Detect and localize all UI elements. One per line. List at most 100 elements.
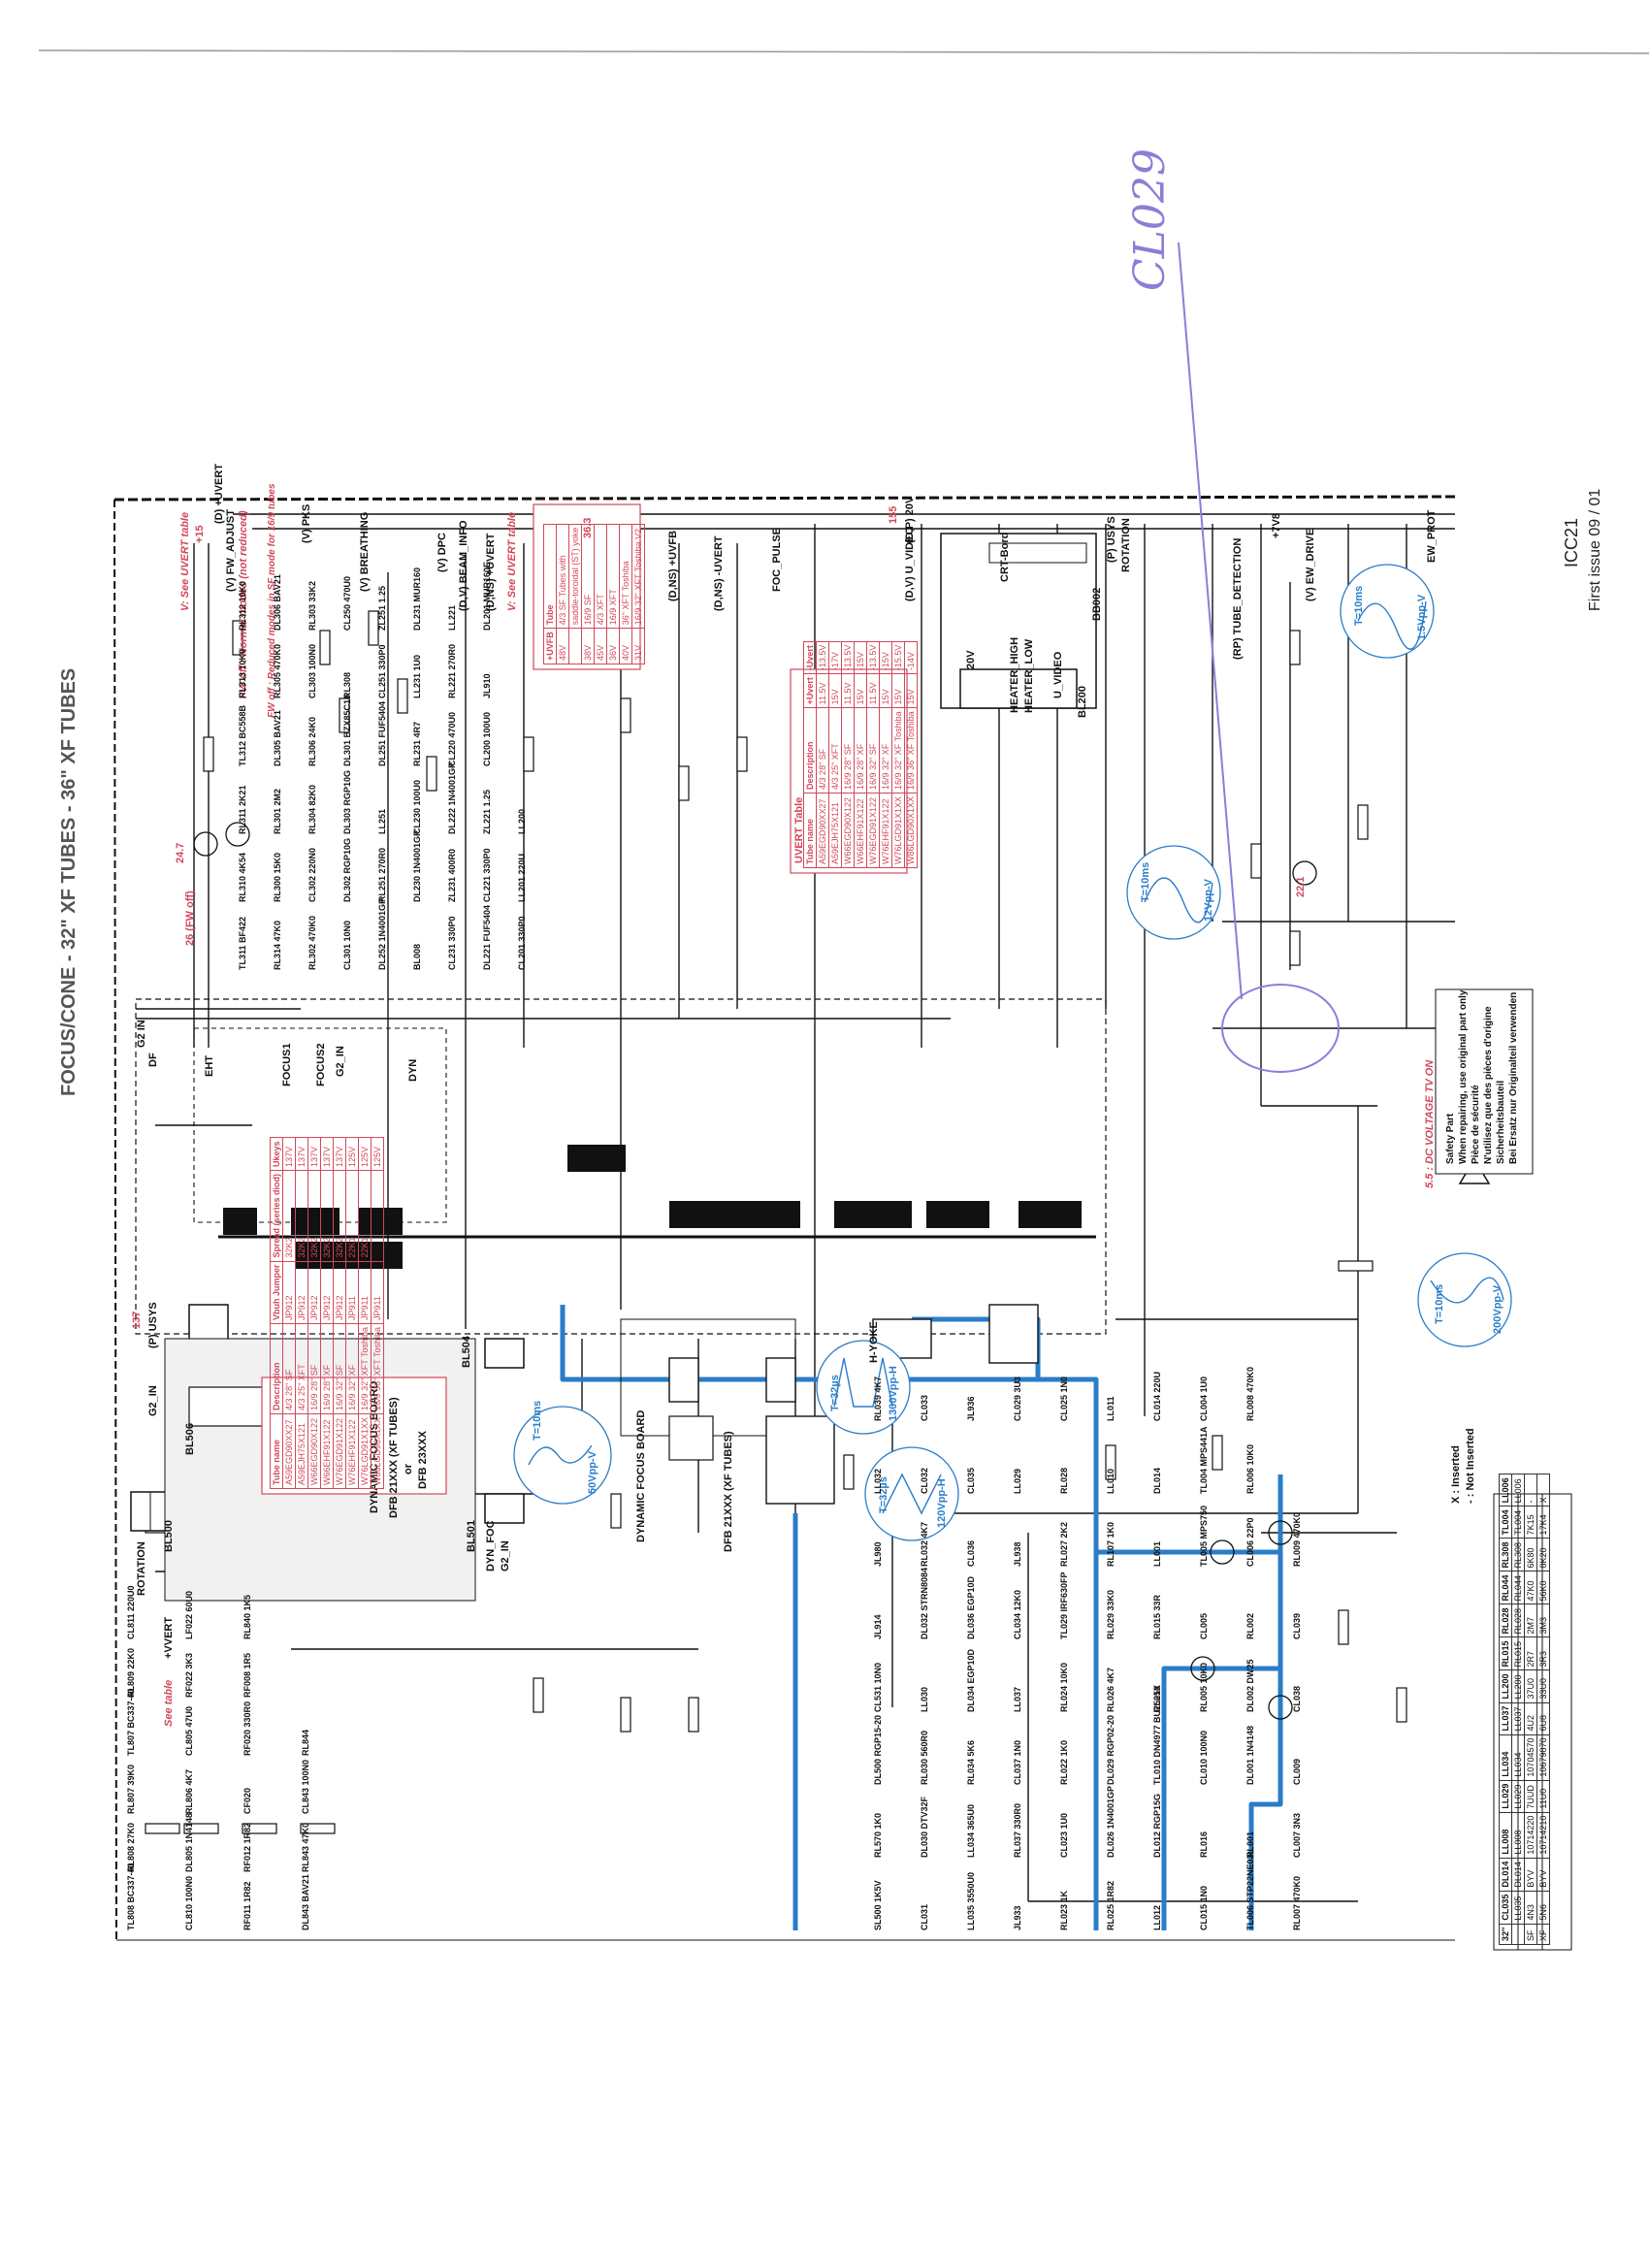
signal-usys: (P) USYS [1106,516,1117,563]
signal-g2-in-top: G2 IN [136,1020,147,1048]
table-cell: W66EHF91X122 [320,1413,334,1489]
annot-24-7: 24.7 [175,842,186,863]
component-label: DL805 1N4148 [184,1812,194,1872]
table-cell: LL035 [1511,1891,1525,1925]
table-cell: 16/9 SF [581,524,595,629]
component-label: DL201 MUR160E [482,561,492,631]
table-cell: -13.5V [816,641,829,674]
component-label: TL005 MPS750 [1199,1505,1209,1567]
table-header-cell: RL044 [1499,1571,1512,1604]
component-label: RF008 1R5 [242,1652,252,1698]
component-label: CL031 [920,1903,929,1930]
signal-7v8: +7V8 [1271,513,1282,538]
component-label: RL024 10K0 [1059,1662,1069,1712]
passive-components [145,610,1407,1834]
component-label: RL006 10K0 [1245,1443,1255,1494]
table-cell: 32K2 [333,1170,346,1262]
table-cell: W76EGD91X122 [333,1413,346,1489]
table-cell: 11.5V [841,673,855,708]
table-cell: 32K2 [320,1170,334,1262]
component-label: JL980 [873,1541,883,1567]
component-label: RL030 560R0 [920,1730,929,1785]
table-cell: 4/3 28" SF [816,707,829,794]
signal-vsync-out: +VVERT [163,1616,175,1659]
table-cell: 4/3 XFT [594,524,607,629]
component-label: LL030 [920,1686,929,1712]
table-cell [1511,1924,1525,1945]
component-label: DL032 STRN8084 [920,1567,929,1639]
table-cell: W66EGD90X122 [841,793,855,868]
table-cell: 16/9 28" SF [841,707,855,794]
table-cell: 125V [345,1137,359,1171]
component-label: CL220 470U0 [447,711,457,766]
table-cell: 16/9 28" XF [320,1323,334,1414]
table-cell: DL014 [1511,1858,1525,1892]
table-header-cell: Tube [543,524,557,629]
table-cell: A59EGD90XX27 [816,793,829,868]
eht-label: EHT [204,1055,215,1077]
component-label: CL004 1U0 [1199,1376,1209,1421]
table-cell: 36" XFT Toshiba [619,524,632,629]
bl504-label: BL504 [461,1335,472,1368]
component-label: CL201 330P0 [517,916,527,970]
component-label: RL840 1K5 [242,1594,252,1639]
component-label: RL028 [1059,1467,1069,1494]
table-cell: RL308 [1511,1538,1525,1571]
component-label: LL001 [1152,1540,1162,1567]
component-label: RL843 47K0 [301,1822,310,1872]
safety-line5: Bei Ersatz nur Originalteil verwenden [1508,991,1519,1164]
waveform-traces [528,600,1504,1515]
component-label: DL026 1N4001GP [1106,1785,1116,1858]
component-label: CL035 [966,1467,976,1494]
table-cell: -15V [854,641,867,674]
component-label: RL005 10K0 [1199,1662,1209,1712]
component-label: LL037 [1013,1686,1022,1712]
table-header-cell: RL015 [1499,1636,1512,1670]
table-cell: 16/9 32" XFT Toshiba V2 [631,524,645,629]
safety-legend-box [1435,988,1534,1175]
component-label: DL301 BZX85C18 [342,694,352,766]
component-label: CL036 [966,1539,976,1567]
signal-g2-in: G2_IN [147,1385,159,1416]
wave-1-amp: 50Vpp-V [587,1450,598,1494]
component-label: RF020 330R0 [242,1701,252,1756]
table-cell: W86LGD90X1XX [371,1413,384,1489]
component-label: JL936 [966,1396,976,1421]
table-header-cell: Tube name [803,793,817,868]
bl500-label: BL500 [163,1519,175,1552]
component-label: RL001 [1245,1831,1255,1858]
signal-rotation: ROTATION [136,1541,147,1596]
bl504-connector [484,1338,525,1369]
table-header-cell: Description [803,707,817,794]
signal-beam-info: (D,V) BEAM_INFO [458,520,469,612]
wave-4-amp: 12Vpp-V [1203,878,1214,922]
component-label: RL032 4K7 [920,1521,929,1567]
table-note-inserted: X : Inserted [1450,1445,1462,1504]
table-cell: LL006 [1511,1474,1525,1507]
table-cell: RL044 [1511,1571,1525,1604]
table-cell: 137V [282,1137,296,1171]
table-cell: W86LGD90X1XX [904,793,918,868]
table-cell: -14V [904,641,918,674]
component-label: TL029 IRF630FP [1059,1571,1069,1639]
table-header-cell: +UVFB [543,628,557,664]
component-label: DL252 1N4001GP [377,897,387,970]
component-label: RL308 [342,671,352,698]
table-cell: 32K2 [282,1170,296,1262]
component-label: RL015 33R [1152,1594,1162,1639]
safety-line4: Sicherheitsbauteil [1496,1080,1506,1164]
table-cell: 4/3 SF Tubes with [556,524,569,629]
wave-1-period: T=10ms [532,1400,543,1441]
table-cell: 7UUD [1524,1780,1537,1813]
component-label: RL029 33K0 [1106,1589,1116,1639]
safety-line1: When repairing, use original part only [1458,989,1469,1164]
dc-voltage-note: 5.5 : DC VOLTAGE TV ON [1424,1059,1436,1188]
table-note-not-inserted: - : Not Inserted [1465,1428,1476,1504]
